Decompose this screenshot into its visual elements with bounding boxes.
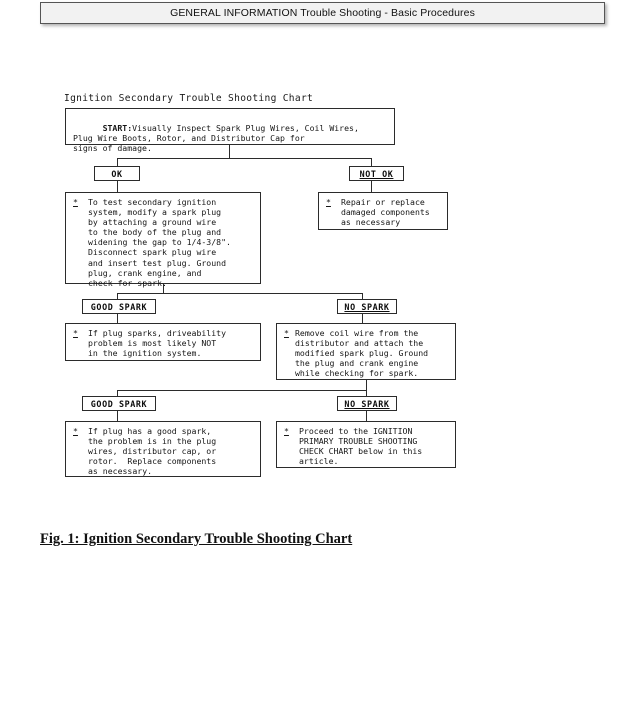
flowchart: Ignition Secondary Trouble Shooting Char… [64,93,456,477]
node-proceed-primary-text: Proceed to the IGNITION PRIMARY TROUBLE … [299,426,423,467]
tag-good-spark-1-label: GOOD SPARK [90,301,148,312]
connector-level3-left-drop [117,390,118,397]
tag-no-spark-2: NO SPARK [337,396,397,411]
connector-level2-right-drop [362,293,363,300]
page-header-bar: GENERAL INFORMATION Trouble Shooting - B… [40,2,605,24]
connector-notok-to-repair [371,181,372,192]
tag-ok-label: OK [111,168,123,179]
tag-not-ok-label: NOT OK [359,168,394,179]
connector-level3-bar [117,390,366,391]
start-label: START: [102,123,133,134]
tag-no-spark-1: NO SPARK [337,299,397,314]
connector-nospark1-drop [362,314,363,323]
connector-nospark2-drop [366,411,367,421]
connector-level3-right-drop [366,390,367,397]
connector-test-stem [163,284,164,293]
node-remove-coil-wire-text: Remove coil wire from the distributor an… [295,328,429,379]
connector-goodspark1-drop [117,314,118,323]
tag-good-spark-1: GOOD SPARK [82,299,156,314]
connector-level1-left-drop [117,158,118,167]
connector-goodspark2-drop [117,411,118,421]
connector-ok-to-test [117,181,118,192]
connector-level1-right-drop [371,158,372,167]
connector-start-stem [229,145,230,158]
node-test-secondary: * To test secondary ignition system, mod… [65,192,261,288]
page-header-title: GENERAL INFORMATION Trouble Shooting - B… [170,7,475,19]
bullet-icon: * [284,328,289,338]
node-repair-replace: * Repair or replace damaged components a… [318,192,448,230]
tag-no-spark-1-label: NO SPARK [344,301,390,312]
connector-remove-stem [366,380,367,390]
bullet-icon: * [73,328,78,338]
node-driveability: * If plug sparks, driveability problem i… [65,323,261,361]
tag-no-spark-2-label: NO SPARK [344,398,390,409]
tag-not-ok: NOT OK [349,166,404,181]
node-plug-wires-cap-rotor: * If plug has a good spark, the problem … [65,421,261,477]
connector-level1-bar [117,158,371,159]
tag-good-spark-2-label: GOOD SPARK [90,398,148,409]
bullet-icon: * [284,426,289,436]
connector-level2-bar [117,293,362,294]
node-driveability-text: If plug sparks, driveability problem is … [88,328,227,359]
node-repair-replace-text: Repair or replace damaged components as … [341,197,430,228]
node-test-secondary-text: To test secondary ignition system, modif… [88,197,231,288]
start-text: Visually Inspect Spark Plug Wires, Coil … [73,123,359,154]
bullet-icon: * [73,426,78,436]
node-proceed-primary: * Proceed to the IGNITION PRIMARY TROUBL… [276,421,456,468]
node-start: START:Visually Inspect Spark Plug Wires,… [65,108,395,153]
tag-good-spark-2: GOOD SPARK [82,396,156,411]
flowchart-title: Ignition Secondary Trouble Shooting Char… [64,93,314,104]
node-remove-coil-wire: * Remove coil wire from the distributor … [276,323,456,380]
node-plug-wires-cap-rotor-text: If plug has a good spark, the problem is… [88,426,217,477]
bullet-icon: * [73,197,78,207]
connector-level2-left-drop [117,293,118,300]
bullet-icon: * [326,197,331,207]
figure-caption: Fig. 1: Ignition Secondary Trouble Shoot… [40,531,353,547]
tag-ok: OK [94,166,140,181]
